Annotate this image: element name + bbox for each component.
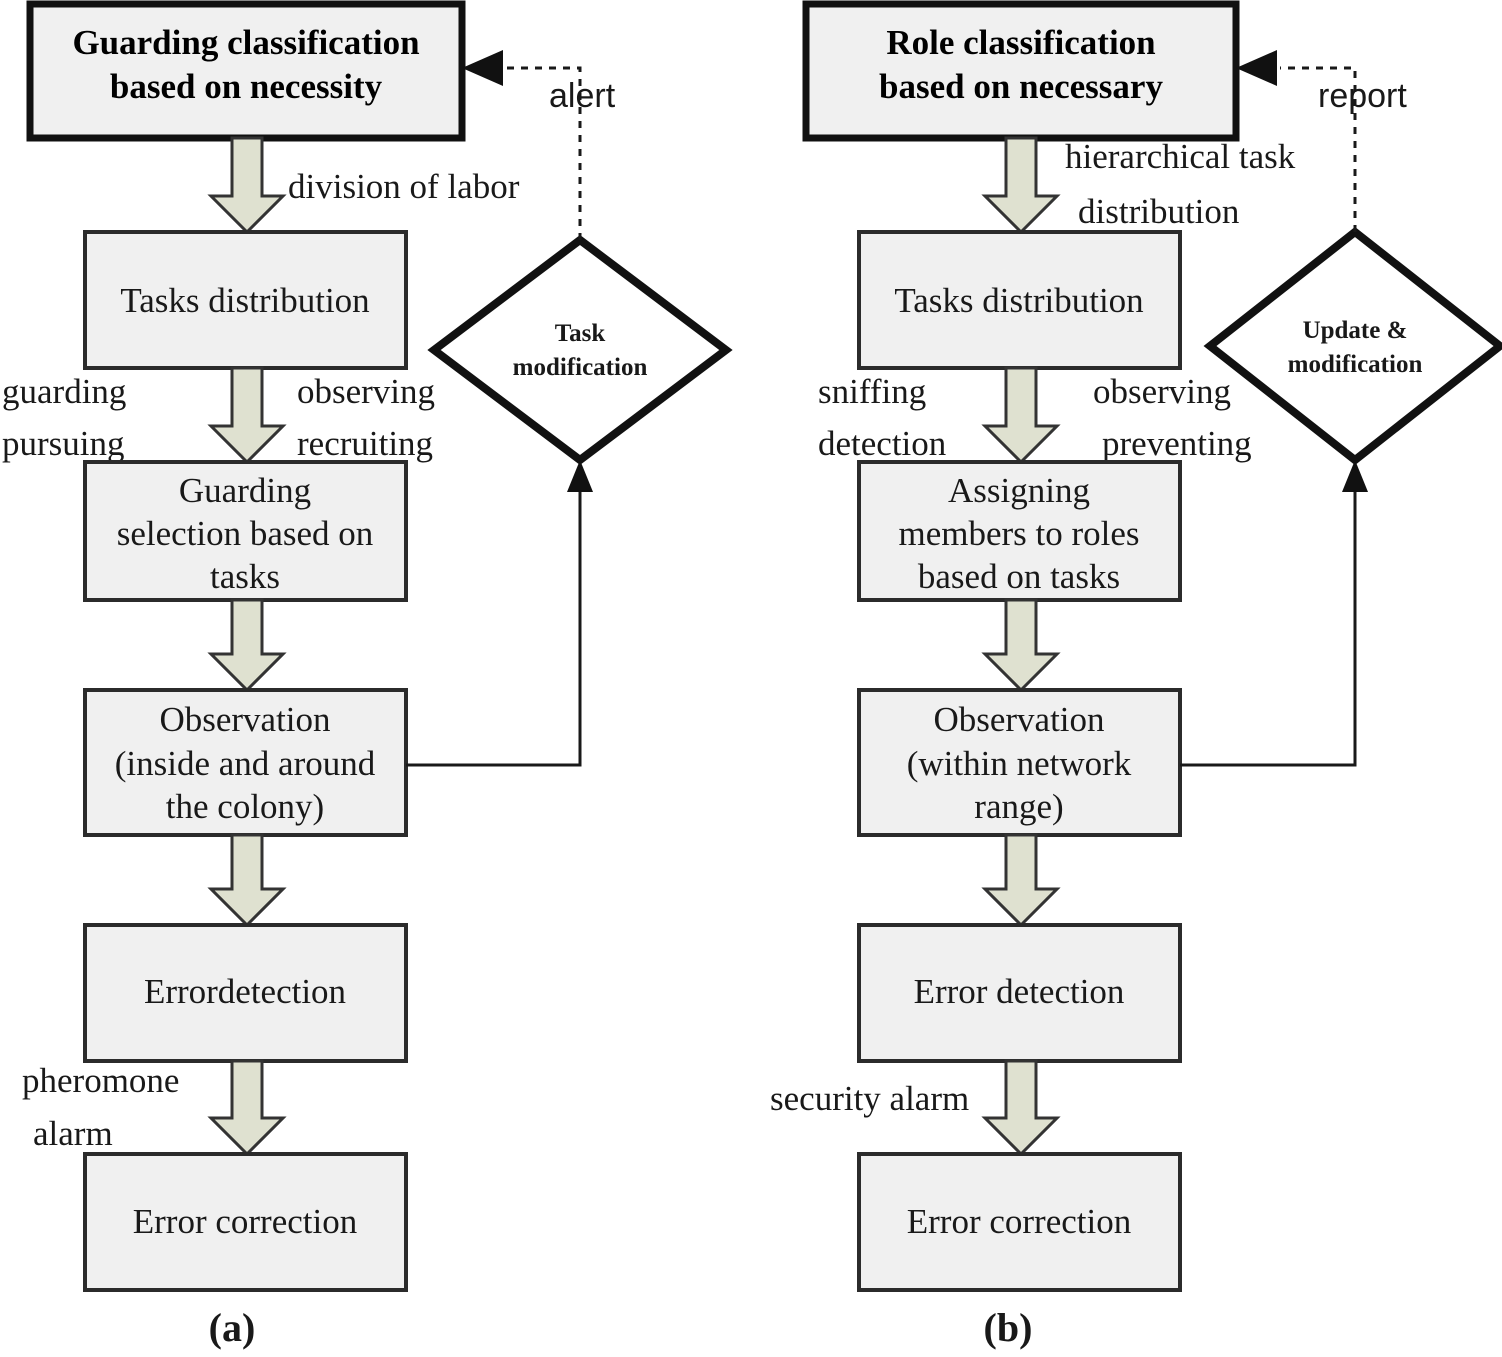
panel-a-node-detection-line1: Errordetection xyxy=(144,972,346,1011)
panel-b-header-line2: based on necessary xyxy=(879,67,1163,106)
panel-a-caption: (a) xyxy=(209,1305,256,1350)
panel-b-node-correction xyxy=(857,1152,1182,1292)
panel-b-label-distribution: distribution xyxy=(1078,192,1239,231)
panel-a-label-guarding: guarding xyxy=(2,372,126,411)
panel-b-node-selection-line3: based on tasks xyxy=(918,557,1120,596)
panel-a-decision-line1: Task xyxy=(555,320,606,347)
panel-a-decision-task-modification xyxy=(427,234,733,466)
panel-b-node-selection-line1: Assigning xyxy=(948,471,1090,510)
panel-b-decision-line1: Update & xyxy=(1303,317,1408,344)
panel-a-node-correction-line1: Error correction xyxy=(133,1202,357,1241)
panel-b-arrow-observation-to-detection xyxy=(981,833,1061,928)
panel-a: Guarding classification based on necessi… xyxy=(2,0,733,1350)
panel-b-node-observation-line2: (within network xyxy=(907,744,1132,783)
panel-a-node-observation-line1: Observation xyxy=(159,700,330,739)
panel-b-node-selection-line2: members to roles xyxy=(898,514,1139,553)
panel-b-label-hierarchical-task: hierarchical task xyxy=(1065,137,1296,176)
panel-a-header-line2: based on necessity xyxy=(110,67,383,106)
panel-a-label-division-of-labor: division of labor xyxy=(288,167,520,206)
panel-a-label-recruiting: recruiting xyxy=(297,424,433,463)
panel-a-node-tasks-line1: Tasks distribution xyxy=(120,281,369,320)
panel-a-edge-decision-to-header xyxy=(462,50,582,240)
panel-a-header-box xyxy=(26,0,466,142)
panel-a-label-alarm: alarm xyxy=(33,1114,113,1153)
panel-b-node-observation-line1: Observation xyxy=(933,700,1104,739)
panel-a-decision-line2: modification xyxy=(513,354,648,381)
panel-b-node-observation-line3: range) xyxy=(974,787,1063,826)
panel-b-label-preventing: preventing xyxy=(1102,424,1252,463)
panel-a-label-observing: observing xyxy=(297,372,435,411)
panel-b-node-selection xyxy=(857,460,1182,602)
panel-b-arrow-selection-to-observation xyxy=(981,598,1061,693)
panel-b-node-detection xyxy=(857,923,1182,1063)
panel-b-label-report: report xyxy=(1318,77,1407,115)
panel-a-node-observation-line2: (inside and around xyxy=(115,744,376,783)
panel-b-arrow-header-to-tasks xyxy=(981,136,1061,235)
panel-a-arrow-header-to-tasks xyxy=(207,136,287,235)
panel-a-label-alert: alert xyxy=(549,77,616,115)
panel-a-node-observation-line3: the colony) xyxy=(166,787,324,826)
panel-b-header-line1: Role classification xyxy=(886,23,1155,62)
panel-b-arrow-detection-to-correction xyxy=(981,1059,1061,1157)
panel-b-node-tasks-line1: Tasks distribution xyxy=(894,281,1143,320)
panel-a-label-pursuing: pursuing xyxy=(2,424,125,463)
panel-b: Role classification based on necessary h… xyxy=(770,0,1502,1350)
panel-a-arrow-tasks-to-selection xyxy=(207,366,287,465)
panel-a-arrow-detection-to-correction xyxy=(207,1059,287,1157)
panel-a-node-selection-line2: selection based on xyxy=(117,514,374,553)
panel-a-arrow-selection-to-observation xyxy=(207,598,287,693)
panel-a-node-selection-line1: Guarding xyxy=(179,471,311,510)
panel-a-node-correction xyxy=(83,1152,408,1292)
panel-b-arrow-tasks-to-selection xyxy=(981,366,1061,465)
panel-b-label-observing: observing xyxy=(1093,372,1231,411)
panel-b-label-security-alarm: security alarm xyxy=(770,1079,969,1118)
panel-a-edge-observation-to-decision xyxy=(406,460,593,767)
panel-a-node-observation xyxy=(83,688,408,837)
panel-a-node-tasks xyxy=(83,230,408,370)
panel-b-decision-line2: modification xyxy=(1288,351,1423,378)
panel-b-header-box xyxy=(802,0,1240,142)
panel-a-header-line1: Guarding classification xyxy=(72,23,419,62)
panel-b-caption: (b) xyxy=(984,1305,1033,1350)
panel-b-label-detection: detection xyxy=(818,424,946,463)
panel-b-decision-update-modification xyxy=(1203,226,1502,466)
panel-a-node-selection-line3: tasks xyxy=(210,557,280,596)
panel-a-node-selection xyxy=(83,460,408,602)
panel-a-arrow-observation-to-detection xyxy=(207,833,287,928)
panel-b-edge-decision-to-header xyxy=(1236,50,1357,232)
panel-b-node-correction-line1: Error correction xyxy=(907,1202,1131,1241)
panel-b-node-tasks xyxy=(857,230,1182,370)
panel-b-label-sniffing: sniffing xyxy=(818,372,926,411)
panel-b-edge-observation-to-decision xyxy=(1180,460,1368,767)
panel-a-label-pheromone: pheromone xyxy=(22,1061,179,1100)
panel-b-node-detection-line1: Error detection xyxy=(914,972,1125,1011)
